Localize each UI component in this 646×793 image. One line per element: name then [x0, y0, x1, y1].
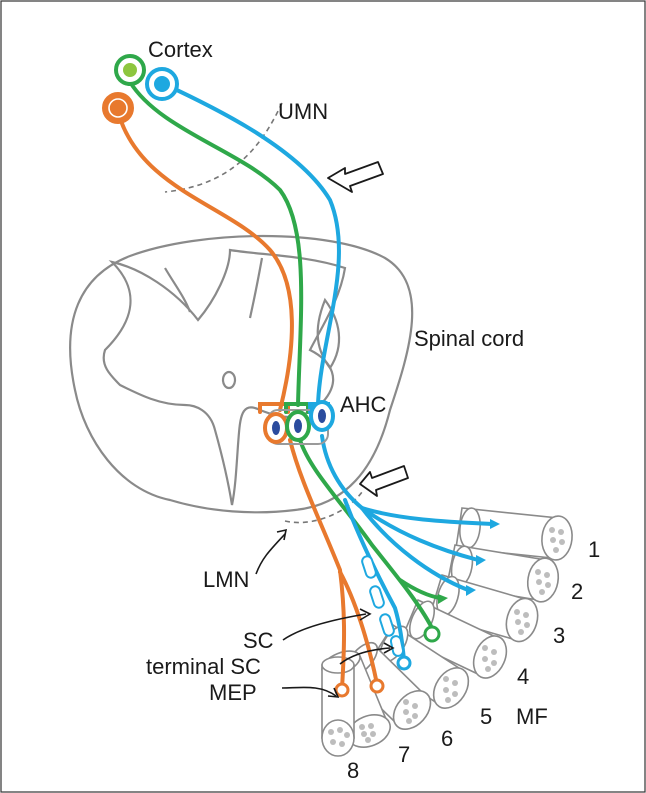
green-umn-axon [130, 82, 301, 405]
muscle-fiber-8 [322, 657, 354, 756]
terminal-sc-label: terminal SC [146, 654, 261, 679]
blue-upper-neuron-body [147, 69, 177, 99]
lesion-arrow-umn [328, 162, 383, 192]
dorsal-horn-line-right [250, 258, 262, 318]
spinal-cord-section [70, 236, 412, 512]
blue-lmn-axon [322, 436, 362, 508]
endplate-fiber-5 [398, 657, 410, 669]
spinal-cord-outline [70, 236, 412, 512]
mf-label: MF [516, 704, 548, 729]
fiber-number-1: 1 [588, 537, 600, 562]
green-upper-neuron-body [116, 56, 144, 84]
spinal-cord-label: Spinal cord [414, 326, 524, 351]
mep-label: MEP [209, 680, 257, 705]
lesion-arrow-lmn [360, 466, 408, 496]
endplate-fiber-7 [371, 680, 383, 692]
endplate-fiber-8 [336, 684, 348, 696]
green-ahc-body [287, 412, 309, 440]
lmn-label: LMN [203, 567, 249, 592]
fiber-number-6: 6 [441, 726, 453, 751]
schwann-cell-1 [361, 555, 377, 579]
lmn-pointer [256, 534, 285, 574]
sc-pointer [283, 614, 366, 640]
fiber-number-4: 4 [517, 664, 529, 689]
fiber-number-2: 2 [571, 579, 583, 604]
central-canal [223, 372, 235, 388]
cortex-label: Cortex [148, 37, 213, 62]
orange-upper-neuron-body [103, 93, 133, 123]
sc-label: SC [243, 628, 274, 653]
umn-label: UMN [278, 99, 328, 124]
orange-umn-axon [118, 112, 292, 410]
fiber-number-3: 3 [553, 623, 565, 648]
green-motor-pathway [130, 82, 440, 628]
blue-ahc-body [311, 402, 333, 430]
fiber-number-5: 5 [480, 704, 492, 729]
endplate-fiber-6 [425, 627, 439, 641]
orange-ahc-body [265, 414, 287, 442]
ahc-label: AHC [340, 392, 387, 417]
schwann-cell-3 [379, 613, 395, 637]
fiber-number-8: 8 [347, 758, 359, 783]
fiber-number-7: 7 [398, 742, 410, 767]
